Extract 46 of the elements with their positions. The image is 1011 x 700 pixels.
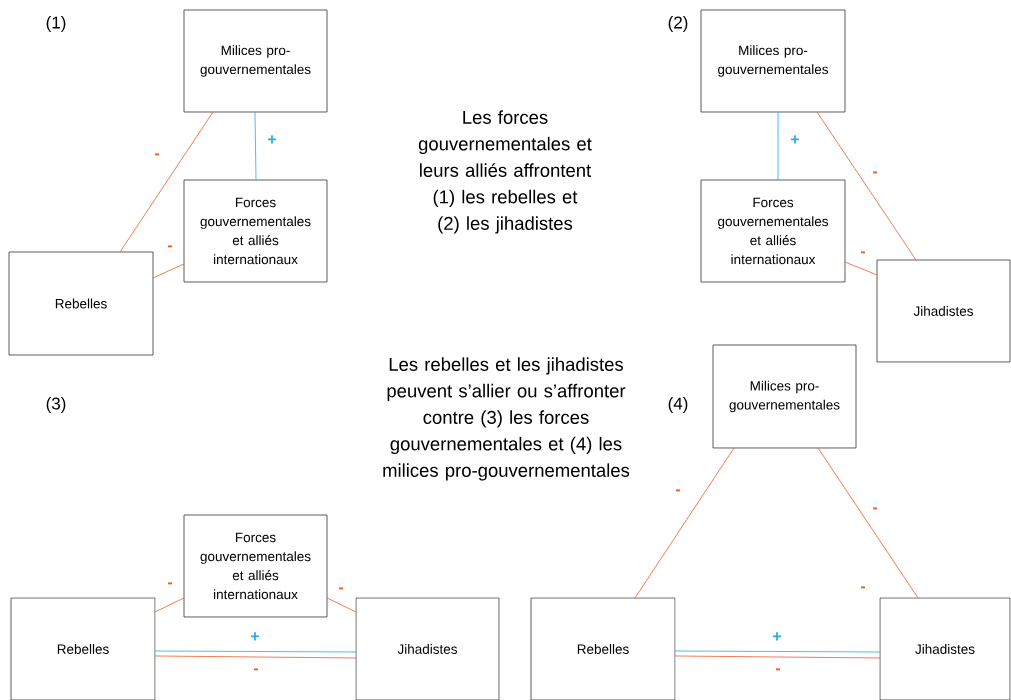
connector-line bbox=[844, 261, 878, 276]
box: Jihadistes bbox=[876, 259, 1011, 363]
edge-label: - bbox=[872, 507, 878, 510]
connector-line bbox=[119, 111, 214, 253]
edge-label: - bbox=[860, 251, 866, 254]
edge-label: + bbox=[268, 135, 277, 144]
box: Forces gouvernementales et alliés internationaux bbox=[183, 514, 328, 618]
edge-label: - bbox=[167, 582, 173, 585]
connector-line bbox=[154, 597, 185, 613]
connector-line bbox=[777, 111, 779, 181]
connector-line bbox=[152, 263, 185, 279]
connector-line bbox=[816, 111, 917, 261]
caption-text: Les forces gouvernementales et leurs alliés affrontent (1) les rebelles et (2) les jihadistes bbox=[418, 110, 592, 234]
edge-label: - bbox=[872, 171, 878, 174]
connector-line bbox=[817, 447, 919, 599]
box: Rebelles bbox=[8, 251, 154, 356]
box: Milices pro- gouvernementales bbox=[183, 9, 328, 113]
edge-label: - bbox=[775, 668, 781, 671]
panel-number: (1) bbox=[46, 16, 66, 32]
connector-line bbox=[154, 655, 357, 659]
edge-label: - bbox=[675, 489, 681, 492]
connector-line bbox=[674, 655, 881, 659]
box: Jihadistes bbox=[355, 597, 500, 700]
box: Rebelles bbox=[10, 597, 156, 700]
box: Forces gouvernementales et alliés internationaux bbox=[700, 179, 846, 283]
edge-label: - bbox=[167, 245, 173, 248]
panel-number: (3) bbox=[46, 397, 66, 413]
connector-line bbox=[154, 650, 357, 653]
box: Milices pro- gouvernementales bbox=[700, 9, 846, 113]
sign-label: - bbox=[860, 586, 866, 589]
edge-label: + bbox=[773, 632, 781, 641]
connector-line bbox=[674, 650, 881, 653]
edge-label: - bbox=[253, 668, 259, 671]
edge-label: - bbox=[338, 587, 344, 590]
box: Milices pro- gouvernementales bbox=[712, 344, 857, 449]
connector-line bbox=[326, 597, 357, 613]
connector-line bbox=[254, 111, 257, 181]
edge-label: + bbox=[791, 135, 799, 144]
edge-label: + bbox=[251, 632, 260, 641]
connector-line bbox=[634, 447, 735, 599]
box: Forces gouvernementales et alliés internationaux bbox=[183, 179, 328, 283]
edge-label: - bbox=[154, 153, 160, 156]
box: Rebelles bbox=[530, 597, 676, 700]
caption-text: Les rebelles et les jihadistes peuvent s’allier ou s’affronter contre (3) les forces gouvernementales et (4) les milices pro-gouvernementales bbox=[383, 357, 630, 481]
panel-number: (4) bbox=[668, 397, 688, 413]
box: Jihadistes bbox=[879, 597, 1011, 700]
